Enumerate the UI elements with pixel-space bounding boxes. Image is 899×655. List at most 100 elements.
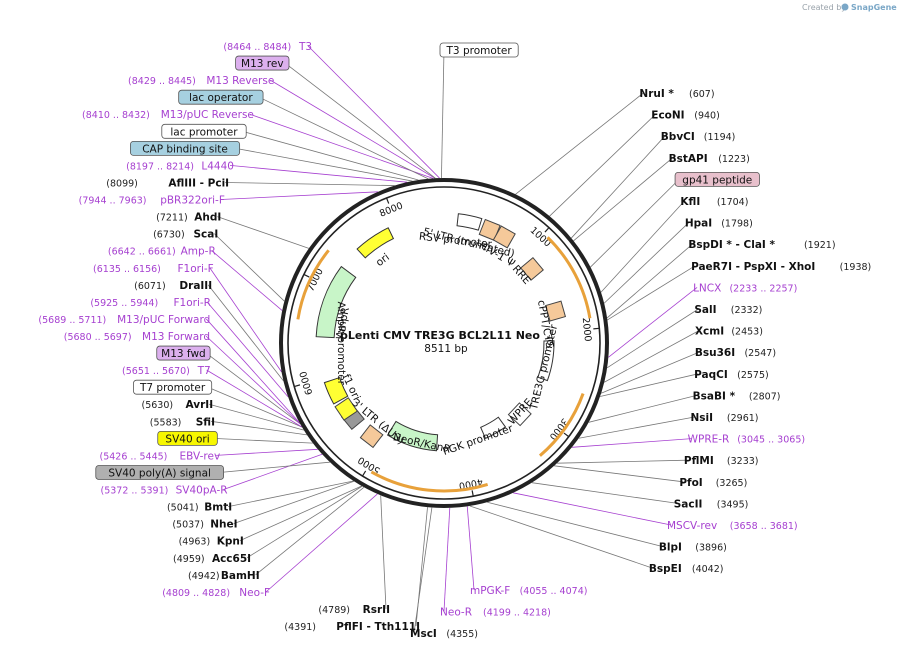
- left-label-pos-27: (8197 .. 8214): [126, 161, 194, 172]
- left-leader-33: [284, 62, 436, 179]
- orange-arc-0: [546, 236, 592, 319]
- right-label-1: EcoNI(940): [651, 110, 720, 122]
- left-label-name-3: BamHI: [221, 570, 260, 582]
- left-label-box-28: [130, 140, 241, 156]
- left-label-name-32: M13 Reverse: [206, 75, 274, 87]
- left-leader-29: [242, 130, 419, 181]
- left-label-6: NheI(5037): [172, 519, 237, 531]
- left-label-pos-2: (4809 .. 4828): [162, 588, 230, 599]
- right-label-3: BstAPI(1223): [669, 153, 750, 165]
- left-label-14: T7 promoter: [133, 379, 213, 395]
- left-label-34: T3(8464 .. 8484): [223, 41, 312, 53]
- left-label-pos-22: (6642 .. 6661): [108, 247, 176, 258]
- left-label-23: ScaI(6730): [153, 229, 218, 241]
- left-label-pos-5: (4963): [179, 537, 211, 548]
- right-label-pos-20: (3658 .. 3681): [730, 521, 798, 532]
- left-label-pos-26: (8099): [106, 178, 138, 189]
- right-leader-17: [557, 459, 688, 464]
- left-label-name-10: EBV-rev: [180, 450, 221, 462]
- left-label-9: SV40 poly(A) signal: [95, 465, 224, 480]
- tick-label-4: 5000: [356, 454, 382, 476]
- left-leader-7: [228, 480, 354, 507]
- left-label-4: Acc65I(4959): [173, 553, 251, 565]
- rsv-arrow: [456, 213, 483, 231]
- right-label-2: BbvCI(1194): [661, 131, 736, 143]
- leader-lines: [205, 45, 700, 634]
- left-leader-21: [209, 267, 282, 373]
- left-label-32: M13 Reverse(8429 .. 8445): [128, 75, 274, 87]
- left-label-box-9: [95, 465, 224, 480]
- backbone-inner-ring: [287, 186, 601, 500]
- left-label-15: T7(5651 .. 5670): [122, 365, 211, 377]
- right-leader-16: [571, 438, 692, 448]
- neor-arrow: [386, 420, 439, 452]
- left-leader-16: [205, 352, 301, 425]
- left-leader-31: [258, 96, 429, 180]
- left-leader-17: [205, 335, 301, 425]
- left-label-pos-23: (6730): [153, 230, 185, 241]
- left-label-name-15: T7: [197, 365, 211, 377]
- left-label-pos-34: (8464 .. 8484): [223, 42, 291, 53]
- left-leader-8: [223, 453, 323, 490]
- left-label-name-22: Amp-R: [181, 246, 216, 258]
- right-label-name-19: SacII: [674, 498, 703, 510]
- left-leader-20: [207, 284, 284, 381]
- tick-label-1: 2000: [580, 317, 593, 342]
- left-leader-26: [225, 182, 395, 186]
- right-label-pos-7: (1921): [804, 240, 836, 251]
- right-leader-20: [513, 492, 672, 526]
- right-label-name-20: MSCV-rev: [667, 520, 717, 532]
- left-label-21: F1ori-F(6135 .. 6156): [93, 263, 214, 275]
- orange-arc-2: [370, 470, 489, 493]
- left-label-1: RsrII(4789): [318, 604, 390, 616]
- left-label-pos-4: (4959): [173, 554, 205, 565]
- left-label-name-26: AflIII - PciI: [168, 177, 229, 189]
- left-label-26: AflIII - PciI (8099): [106, 177, 229, 189]
- right-label-17: PflMI(3233): [684, 455, 759, 467]
- left-label-18: M13/pUC Forward(5689 .. 5711): [38, 314, 210, 326]
- f1-ori-arrow: [323, 376, 349, 405]
- right-label-22: BspEI(4042): [649, 563, 724, 575]
- tick-mark-6: [303, 273, 310, 278]
- right-label-name-2: BbvCI: [661, 131, 695, 143]
- right-label-pos-18: (3265): [716, 478, 748, 489]
- right-label-pos-15: (2961): [727, 413, 759, 424]
- left-label-name-27: L4440: [201, 160, 234, 172]
- right-leader-2: [571, 135, 666, 239]
- right-leader-24: [443, 507, 451, 612]
- right-label-name-10: SalI: [694, 304, 716, 316]
- left-label-name-6: NheI: [210, 519, 237, 531]
- right-label-pos-9: (2233 .. 2257): [729, 283, 797, 294]
- left-label-pos-24: (7211): [156, 213, 188, 224]
- tick-mark-3: [471, 490, 474, 497]
- plasmid-length: 8511 bp: [424, 343, 468, 355]
- psi-box: [492, 225, 516, 249]
- left-label-pos-25: (7944 .. 7963): [79, 196, 147, 207]
- right-leader-0: [515, 92, 644, 195]
- left-leader-27: [229, 165, 408, 183]
- left-label-24: AhdI(7211): [156, 212, 221, 224]
- left-label-name-17: M13 Forward: [142, 331, 210, 343]
- inner-label-11: AmpR promoter: [335, 302, 347, 386]
- left-leader-3: [255, 486, 365, 576]
- left-label-text-16: M13 fwd: [161, 348, 206, 360]
- left-leader-12: [210, 420, 308, 436]
- left-label-11: SV40 ori: [157, 430, 218, 446]
- left-label-pos-10: (5426 .. 5445): [100, 451, 168, 462]
- ori-arrow: [356, 227, 395, 259]
- right-label-name-24: Neo-R: [440, 606, 472, 618]
- left-label-text-29: lac promoter: [170, 126, 238, 138]
- credit-brand: SnapGene: [851, 3, 897, 12]
- left-label-pos-18: (5689 .. 5711): [38, 315, 106, 326]
- left-label-box-14: [133, 379, 213, 395]
- right-leader-9: [608, 287, 698, 358]
- right-label-15: NsiI(2961): [691, 412, 759, 424]
- right-leader-15: [578, 416, 695, 439]
- left-label-16: M13 fwd: [156, 345, 211, 361]
- right-label-text-4: gp41 peptide: [682, 174, 752, 186]
- left-label-0: PflFI - Tth111I(4391): [284, 621, 420, 633]
- right-label-name-9: LNCX: [693, 282, 721, 294]
- left-label-22: Amp-R (6642 .. 6661): [108, 246, 216, 258]
- left-leader-34: [307, 45, 440, 179]
